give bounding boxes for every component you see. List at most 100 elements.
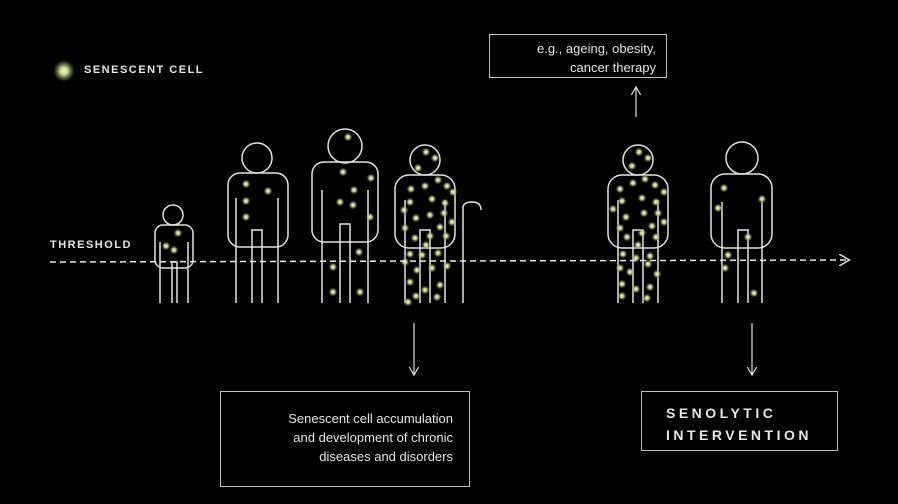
senescent-cell-dot [643,153,653,163]
senescent-cell-dot [435,222,445,232]
senescent-cell-dot [713,203,723,213]
senescent-cell-dot [420,181,430,191]
senescent-cell-dot [405,277,415,287]
senescent-cell-dot [643,259,653,269]
senescent-cell-dot [637,228,647,238]
outcome-line: diseases and disorders [319,449,453,464]
senescent-cell-dot [621,212,631,222]
head [327,128,363,164]
outcome-line: Senescent cell accumulation [288,411,453,426]
senescent-cell-dot [440,198,450,208]
inner-legs [737,229,749,303]
senescent-cell-dot [439,208,449,218]
senescent-cell-dot [400,257,410,267]
senescent-cell-dot [169,245,179,255]
senescent-cell-dot [650,180,660,190]
senescent-cell-dot [435,280,445,290]
causes-box: e.g., ageing, obesity, cancer therapy [489,34,667,78]
senescent-cell-dot [338,167,348,177]
inner-legs [339,223,351,303]
senolytic-intervention-box: SENOLYTIC INTERVENTION [641,391,838,451]
intervention-line: SENOLYTIC [666,405,777,421]
senescent-cell-dot [366,173,376,183]
senescent-cell-dot [615,184,625,194]
senescent-cell-dot [425,210,435,220]
senescent-cell-dot [328,287,338,297]
senescent-cell-dot [410,233,420,243]
outcome-box: Senescent cell accumulation and developm… [220,391,470,487]
senescent-cell-dot [625,267,635,277]
torso [154,224,194,269]
head [725,141,759,175]
senescent-cell-dot [617,291,627,301]
senescent-cell-dot [617,279,627,289]
senescent-cell-dot [173,228,183,238]
senescent-cell-dot [617,196,627,206]
senescent-cell-dot [349,185,359,195]
senescent-cell-dot [241,212,251,222]
walking-cane-icon [462,201,482,303]
senescent-cell-dot [651,232,661,242]
senescent-cell-dot [421,240,431,250]
legend-senescent-cell-icon [53,60,75,82]
senescent-cell-dot [633,240,643,250]
head [241,142,273,174]
senescent-cell-dot [405,249,415,259]
senescent-cell-dot [399,205,409,215]
senescent-cell-dot [645,251,655,261]
senescent-cell-dot [406,184,416,194]
threshold-label: THRESHOLD [50,239,132,251]
senescent-cell-dot [757,194,767,204]
head [162,204,184,226]
intervention-line: INTERVENTION [666,427,812,443]
senescent-cell-dot [411,291,421,301]
torso [710,173,773,249]
senescent-cell-dot [335,197,345,207]
senescent-cell-dot [355,287,365,297]
senescent-cell-dot [430,153,440,163]
senescent-cell-dot [448,187,458,197]
senescent-cell-dot [263,186,273,196]
senescent-cell-dot [365,212,375,222]
person-figure-6 [710,141,773,303]
senescent-cell-dot [420,285,430,295]
senescent-cell-dot [348,200,358,210]
senescent-cell-dot [615,263,625,273]
senescent-cell-dot [639,208,649,218]
senescent-cell-dot [403,297,413,307]
senescent-cell-dot [615,223,625,233]
senescent-cell-dot [412,265,422,275]
senescent-cell-dot [411,213,421,223]
senescent-cell-dot [427,194,437,204]
senescent-cell-dot [447,217,457,227]
senescent-cell-dot [343,132,353,142]
senescent-cell-dot [433,175,443,185]
senescent-cell-dot [723,250,733,260]
senescent-cell-dot [354,247,364,257]
senescent-cell-dot [719,183,729,193]
senescent-cell-dot [653,208,663,218]
senescent-cell-dot [442,181,452,191]
senescent-cell-dot [634,147,644,157]
inner-legs [632,229,644,303]
senescent-cell-dot [652,269,662,279]
senescent-cell-dot [627,161,637,171]
person-figure-3 [311,128,379,303]
senescent-cell-dot [413,163,423,173]
senescent-cell-dot [432,292,442,302]
senescent-cell-dot [743,232,753,242]
senescent-cell-dot [417,250,427,260]
person-figure-1 [154,204,194,303]
senescent-cell-dot [749,288,759,298]
senescent-cell-dot [651,197,661,207]
senescent-cell-dot [241,179,251,189]
senescent-cell-dot [405,197,415,207]
senescent-cell-dot [645,282,655,292]
senescent-cell-dot [608,204,618,214]
person-figure-4 [394,144,458,307]
legend-label: SENESCENT CELL [84,64,205,76]
person-figure-2 [227,142,289,303]
threshold-line [49,260,848,262]
senescent-cell-dot [659,187,669,197]
